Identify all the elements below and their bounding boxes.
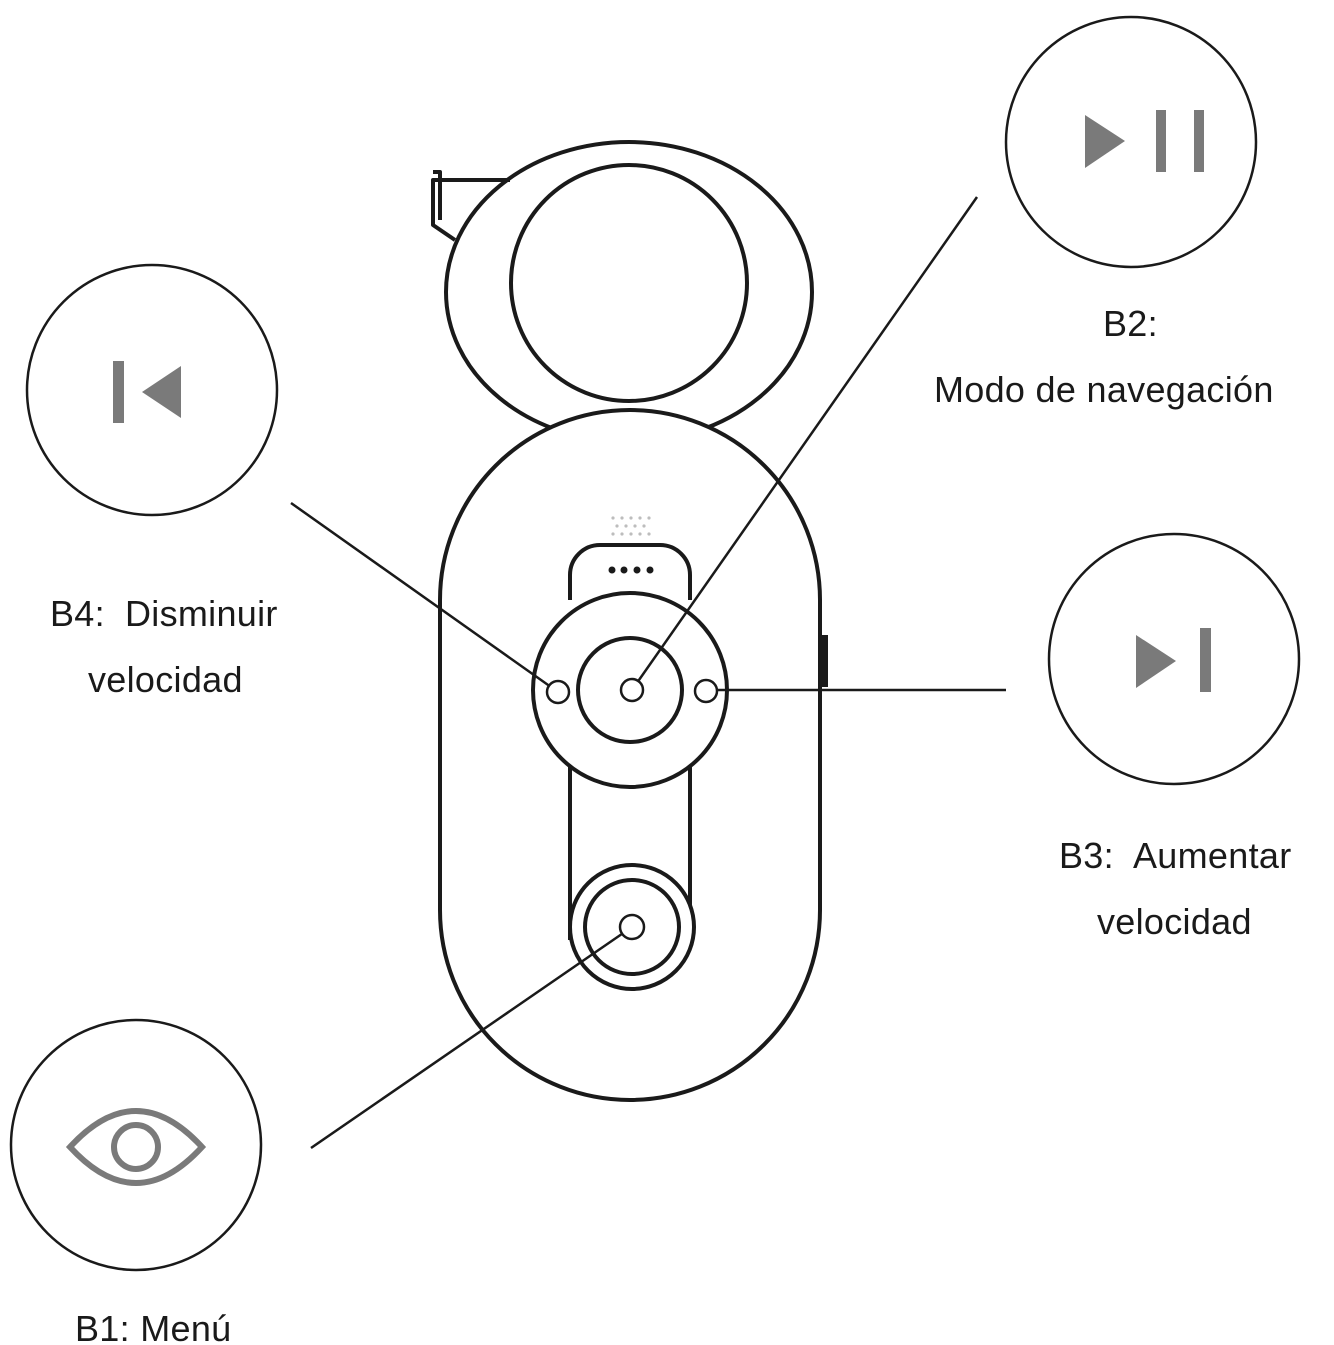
leader-line-b4 (290, 501, 559, 694)
b3-description-line1: Aumentar (1133, 835, 1292, 876)
b1-marker (618, 913, 646, 941)
leader-line-b2 (630, 196, 979, 691)
b4-description-line2: velocidad (88, 659, 243, 700)
b3-callout-circle (1047, 532, 1301, 786)
b3-code-label: B3: (1059, 835, 1114, 876)
b1-label: B1: Menú (75, 1308, 232, 1345)
b4-code-label: B4: (50, 593, 105, 634)
b2-marker (619, 677, 645, 703)
side-button (818, 635, 828, 687)
speaker-grille (611, 516, 651, 536)
skip-back-icon (113, 361, 181, 423)
leader-lines (290, 196, 1006, 1150)
device-top-dial (444, 140, 814, 444)
skip-forward-icon (1136, 628, 1211, 692)
eye-icon (65, 1108, 207, 1186)
b3-marker (693, 678, 719, 704)
device-clip (431, 170, 510, 242)
b4-marker (545, 679, 571, 705)
play-pause-icon (1085, 110, 1204, 172)
b1-callout-circle (9, 1018, 263, 1272)
leader-line-b1 (310, 925, 633, 1150)
b2-code-label: B2: (1103, 303, 1158, 344)
b2-callout-circle (1004, 15, 1258, 269)
b4-callout-circle (25, 263, 279, 517)
b3-description-line2: velocidad (1097, 901, 1252, 942)
indicator-dots (608, 566, 654, 574)
b2-description-label: Modo de navegación (934, 369, 1274, 410)
b4-description-line1: Disminuir (125, 593, 278, 634)
